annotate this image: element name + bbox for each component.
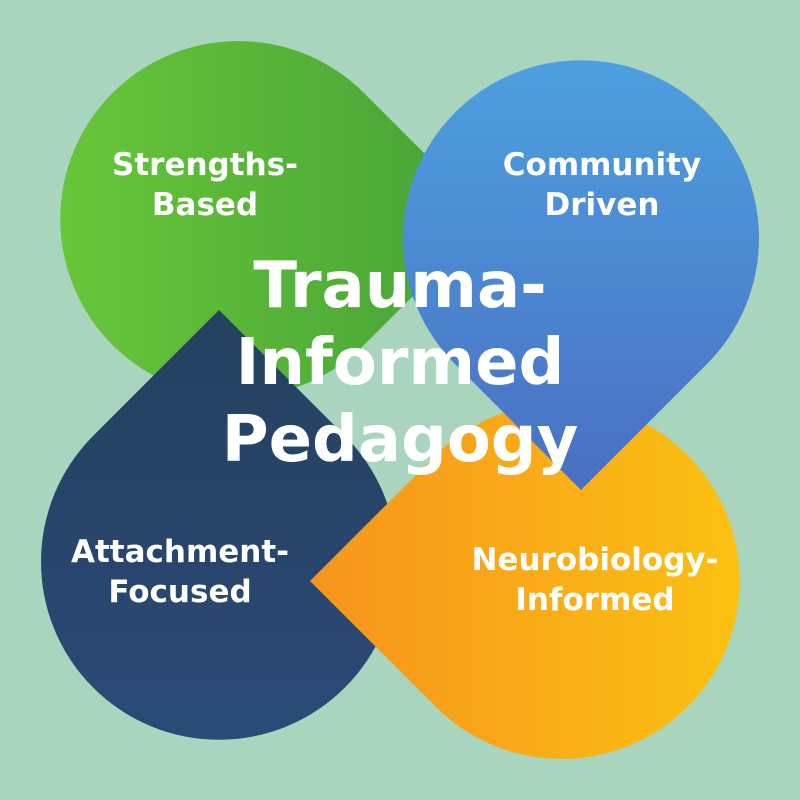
label-neurobiology-informed: Neurobiology- Informed [471,542,719,618]
petal-attachment-focused [41,310,398,740]
diagram-title: Trauma- Informed Pedagogy [221,249,579,477]
petal-neurobiology-informed [310,403,740,760]
label-strengths-based: Strengths- Based [112,147,298,223]
petal-community-driven [403,60,760,491]
petal-strengths-based [60,41,491,398]
label-community-driven: Community Driven [502,147,702,223]
label-attachment-focused: Attachment- Focused [70,534,290,610]
